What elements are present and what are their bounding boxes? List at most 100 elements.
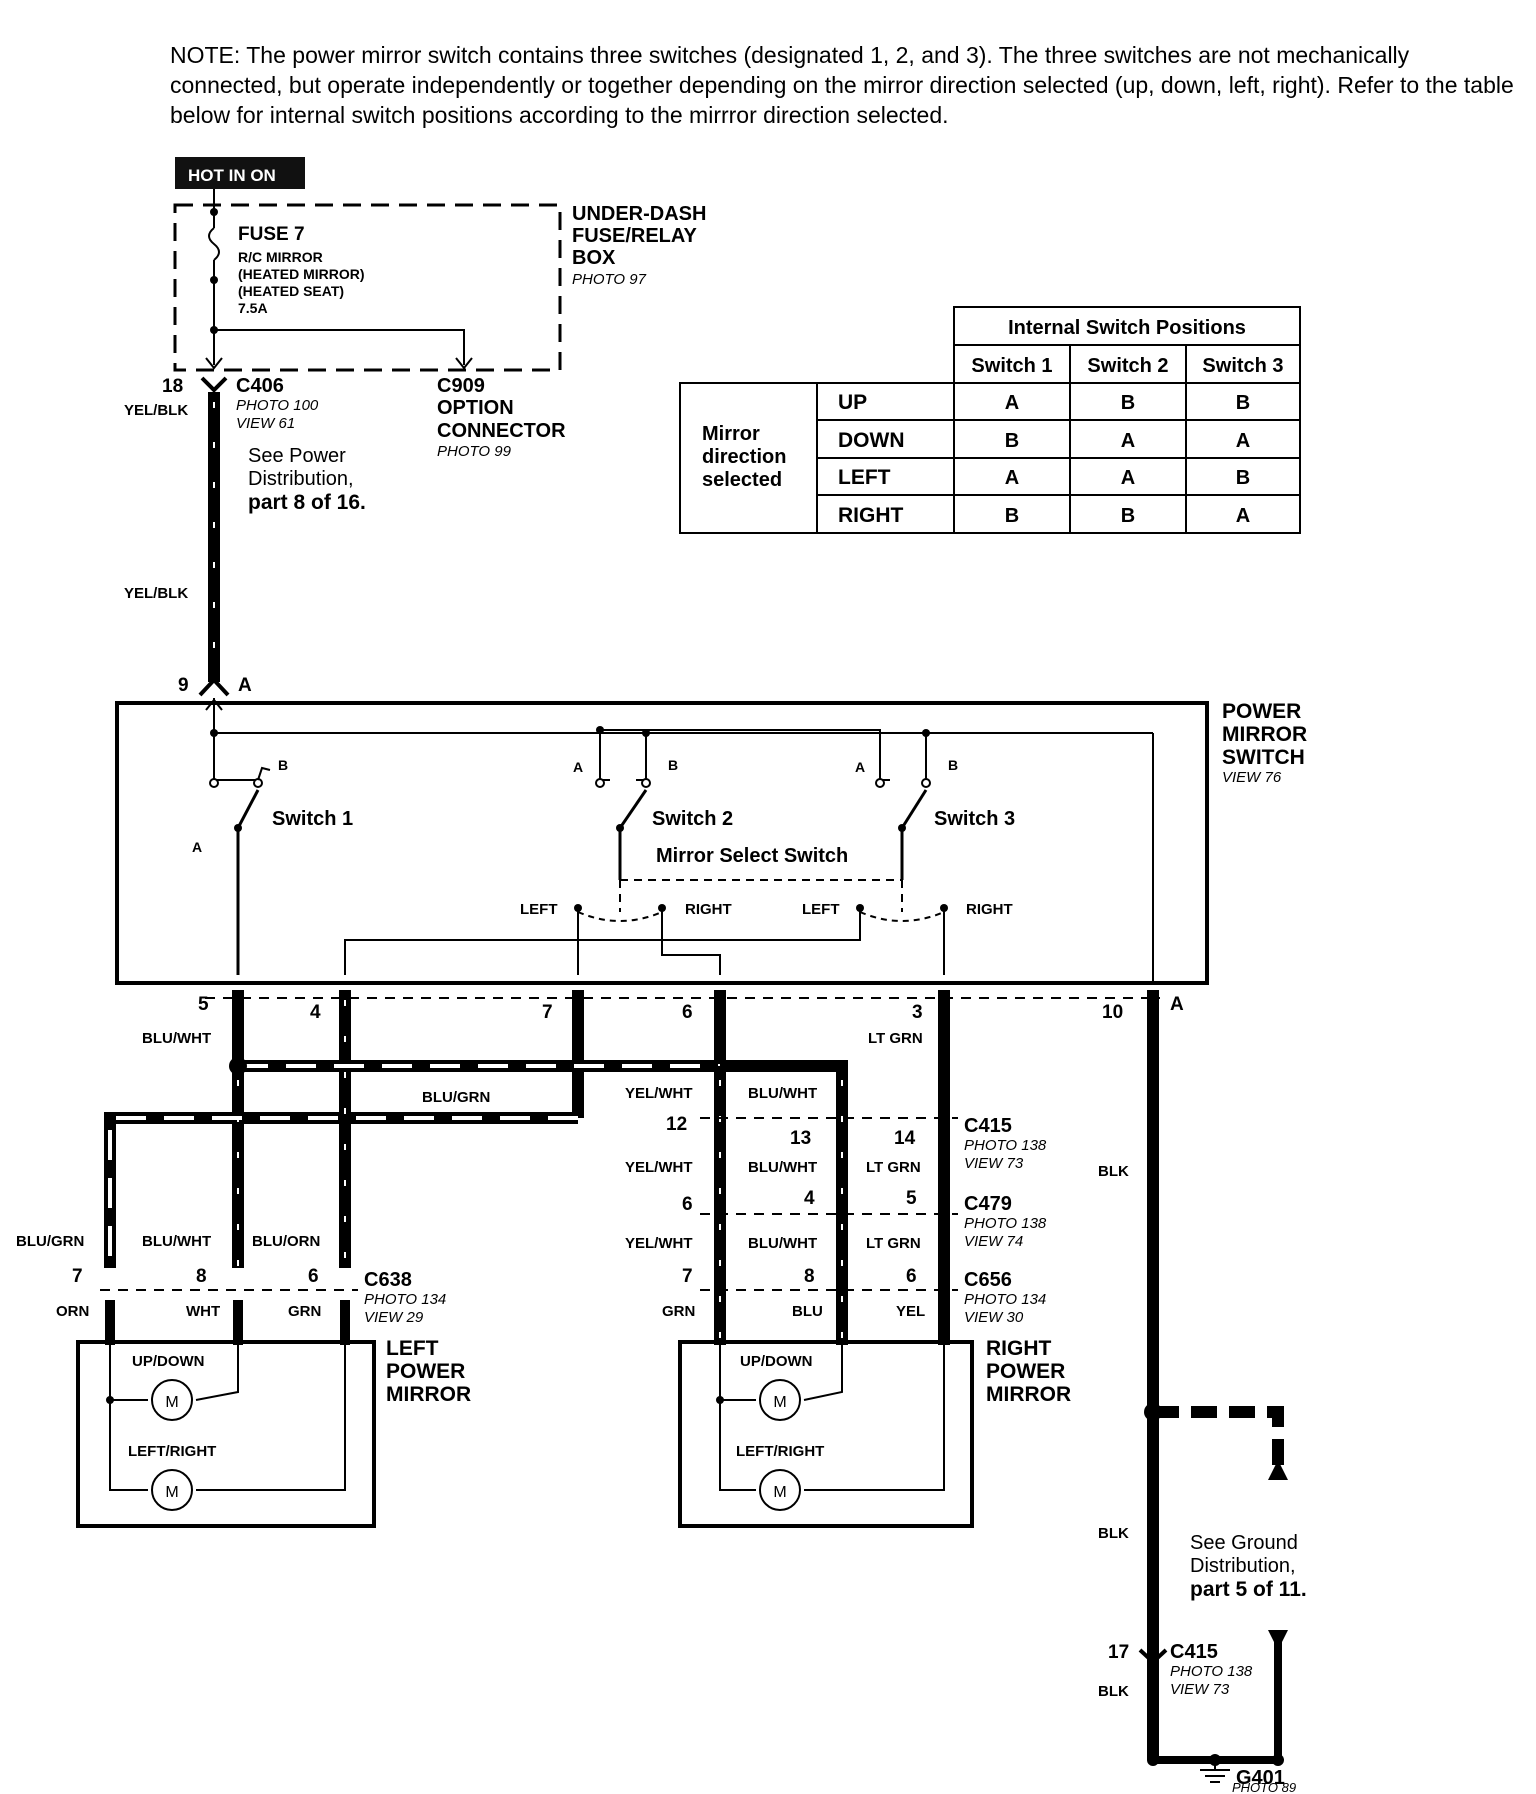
switch-blades — [236, 789, 928, 975]
select-outputs — [344, 908, 945, 975]
wire-wht: WHT — [186, 1303, 220, 1320]
wire-yelblk-label2: YEL/BLK — [124, 585, 188, 602]
wire-grn-2: GRN — [662, 1303, 695, 1320]
pms-switch2-label: Switch 2 — [652, 808, 733, 830]
right-motor-label2: M — [773, 1484, 786, 1501]
fuse-rating: 7.5A — [238, 300, 268, 316]
wire-bluwht-5: BLU/WHT — [748, 1235, 817, 1252]
c638-pin-7: 7 — [72, 1266, 83, 1287]
c656-name: C656 — [964, 1269, 1012, 1291]
select-left2: LEFT — [802, 901, 840, 918]
left-motor-label1: M — [165, 1394, 178, 1411]
c638-photo: PHOTO 134 — [364, 1291, 446, 1308]
pms-name3: SWITCH — [1222, 746, 1305, 769]
right-mirror-leftright: LEFT/RIGHT — [736, 1443, 824, 1460]
fuse-box-name1: UNDER-DASH — [572, 203, 706, 225]
power-ref-line1: See Power — [248, 445, 346, 467]
table-col-switch3: Switch 3 — [1202, 355, 1283, 377]
power-ref-line3: part 8 of 16. — [248, 491, 366, 514]
wire-yelwht-2: YEL/WHT — [625, 1159, 693, 1176]
c415-photo: PHOTO 138 — [964, 1137, 1047, 1154]
switch-pin-6: 6 — [682, 1002, 693, 1023]
fuse-symbol — [208, 227, 220, 261]
pms-switch3-label: Switch 3 — [934, 808, 1015, 830]
right-motor-label1: M — [773, 1394, 786, 1411]
fuse-box-name2: FUSE/RELAY — [572, 225, 698, 247]
c479-photo: PHOTO 138 — [964, 1215, 1047, 1232]
left-mirror-name2: POWER — [386, 1360, 465, 1383]
pms-view: VIEW 76 — [1222, 769, 1282, 786]
c656-pin-7: 7 — [682, 1266, 693, 1287]
left-mirror-leftright: LEFT/RIGHT — [128, 1443, 216, 1460]
power-ref-line2: Distribution, — [248, 468, 354, 490]
fuse-line2: (HEATED MIRROR) — [238, 266, 365, 282]
c656-view: VIEW 30 — [964, 1309, 1024, 1326]
table-dir-up: UP — [838, 391, 867, 414]
ground-ref-line3: part 5 of 11. — [1190, 1578, 1307, 1601]
table-col-switch2: Switch 2 — [1087, 355, 1168, 377]
switch-pin-10: 10 — [1102, 1002, 1123, 1023]
switch-pin-7: 7 — [542, 1002, 553, 1023]
table-dir-right: RIGHT — [838, 504, 904, 527]
table-cell: A — [1005, 467, 1019, 489]
pms-switch3-b: B — [948, 757, 958, 773]
switch-pin-a: A — [1170, 994, 1184, 1015]
c656-pin-8: 8 — [804, 1266, 815, 1287]
c638-view: VIEW 29 — [364, 1309, 424, 1326]
c406-photo: PHOTO 100 — [236, 397, 319, 414]
table-cell: B — [1005, 430, 1019, 452]
c638-pin-8: 8 — [196, 1266, 207, 1287]
pms-switch1-a: A — [192, 839, 202, 855]
right-mirror-name3: MIRROR — [986, 1383, 1071, 1406]
table-row-label1: Mirror — [702, 423, 760, 445]
c415-ground-photo: PHOTO 138 — [1170, 1663, 1253, 1680]
c656-photo: PHOTO 134 — [964, 1291, 1046, 1308]
wire-bluorn: BLU/ORN — [252, 1233, 320, 1250]
g401-photo: PHOTO 89 — [1232, 1780, 1296, 1794]
hot-label-box — [175, 157, 305, 189]
right-mirror-motor-leftright — [759, 1469, 801, 1511]
pms-switch3-a: A — [855, 759, 865, 775]
wire-blk-2: BLK — [1098, 1525, 1129, 1542]
g401-name: G401 — [1236, 1767, 1285, 1789]
fuse-name: FUSE 7 — [238, 224, 305, 245]
pms-switch2-a: A — [573, 759, 583, 775]
switch-contacts — [209, 778, 931, 788]
left-harness — [104, 990, 726, 1268]
c415-ground-view: VIEW 73 — [1170, 1681, 1230, 1698]
pms-name1: POWER — [1222, 700, 1301, 723]
pms-select-label: Mirror Select Switch — [656, 845, 848, 867]
left-motor-label2: M — [165, 1484, 178, 1501]
c406-name: C406 — [236, 375, 284, 397]
c415-pin-12: 12 — [666, 1114, 687, 1135]
wire-ltgrn-1: LT GRN — [868, 1030, 923, 1047]
switch-pin-3: 3 — [912, 1002, 923, 1023]
right-harness — [714, 990, 950, 1345]
c909-name2: OPTION — [437, 397, 514, 419]
switch-pin-4: 4 — [310, 1002, 321, 1023]
table-row-label2: direction — [702, 446, 786, 468]
c406-connector-symbol — [200, 376, 228, 393]
wire-yelwht-1: YEL/WHT — [625, 1085, 693, 1102]
wire-bluwht-4: BLU/WHT — [748, 1159, 817, 1176]
table-cell: A — [1121, 430, 1135, 452]
wire-bluwht-2: BLU/WHT — [142, 1233, 211, 1250]
c479-name: C479 — [964, 1193, 1012, 1215]
table-dir-left: LEFT — [838, 466, 891, 489]
power-mirror-switch-box — [115, 701, 1209, 985]
left-mirror-motor-leftright — [151, 1469, 193, 1511]
table-cell: B — [1121, 505, 1135, 527]
c638-name: C638 — [364, 1269, 412, 1291]
left-mirror-name1: LEFT — [386, 1337, 439, 1360]
left-mirror-name3: MIRROR — [386, 1383, 471, 1406]
wire-blugrn-2: BLU/GRN — [16, 1233, 84, 1250]
right-mirror-name2: POWER — [986, 1360, 1065, 1383]
wire-yelwht-3: YEL/WHT — [625, 1235, 693, 1252]
right-mirror-name1: RIGHT — [986, 1337, 1052, 1360]
right-power-mirror-box — [678, 1340, 974, 1528]
c479-view: VIEW 74 — [964, 1233, 1023, 1250]
fuse-line3: (HEATED SEAT) — [238, 283, 344, 299]
table-dir-down: DOWN — [838, 429, 905, 452]
c909-photo: PHOTO 99 — [437, 443, 512, 460]
